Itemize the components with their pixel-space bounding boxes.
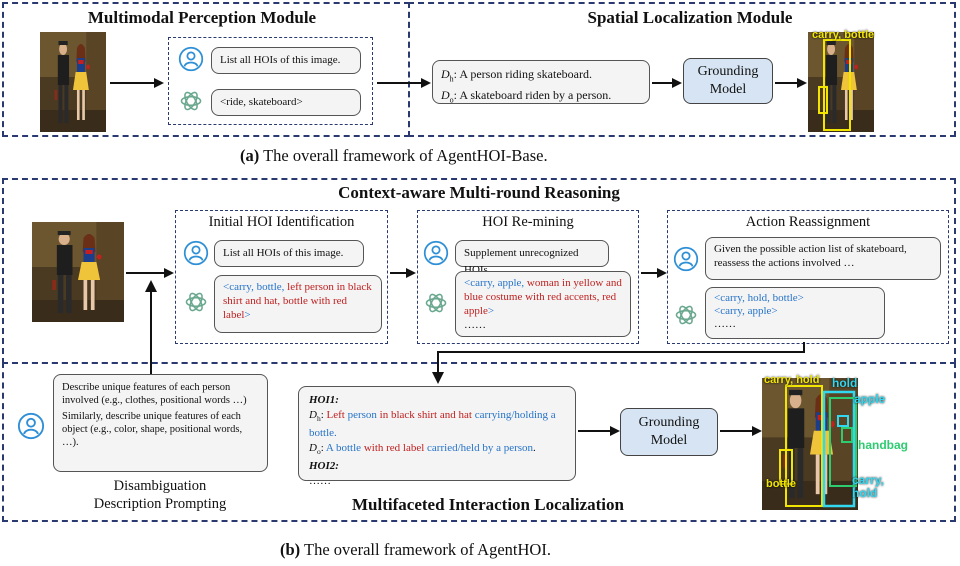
arrow-image-to-chat-a bbox=[110, 78, 164, 88]
chatgpt-icon bbox=[178, 88, 204, 114]
step3-gpt-message: <carry, hold, bottle> <carry, apple> …… bbox=[705, 287, 885, 339]
localization-title: Multifaceted Interaction Localization bbox=[352, 495, 624, 514]
hoi-description-box: HOI1: Dh: Left person in black shirt and… bbox=[298, 386, 576, 487]
detection-label-handbag: handbag bbox=[858, 438, 908, 452]
grounding-model-box-b: Grounding Model bbox=[620, 408, 718, 456]
chatgpt-icon bbox=[673, 302, 699, 328]
chatgpt-icon bbox=[183, 289, 209, 315]
step2-gpt-message: <carry, apple, woman in yellow and blue … bbox=[455, 271, 631, 337]
spatial-localization-module-panel bbox=[408, 2, 956, 137]
arrow-grounding-to-output-b bbox=[720, 426, 762, 436]
user-icon bbox=[178, 46, 204, 72]
step1-user-message: List all HOIs of this image. bbox=[214, 240, 364, 267]
arrow-grounding-to-output-a bbox=[775, 78, 807, 88]
detection-label-apple: apple bbox=[854, 392, 886, 406]
input-image-a bbox=[40, 32, 106, 132]
perception-module-title: Multimodal Perception Module bbox=[87, 8, 317, 27]
step3-title: Action Reassignment bbox=[745, 214, 871, 230]
user-message-a: List all HOIs of this image. bbox=[211, 47, 361, 74]
step2-title: HOI Re-mining bbox=[482, 214, 574, 230]
user-icon bbox=[17, 412, 45, 440]
arrow-chat-to-desc-a bbox=[377, 78, 431, 88]
step1-title: Initial HOI Identification bbox=[208, 214, 355, 230]
step1-box bbox=[175, 210, 388, 344]
arrow-step2-to-step3 bbox=[641, 268, 667, 278]
caption-a: (a) The overall framework of AgentHOI-Ba… bbox=[240, 146, 548, 165]
step2-box bbox=[417, 210, 639, 344]
detection-label-a: carry, bottle bbox=[812, 29, 875, 41]
chatgpt-icon bbox=[423, 290, 449, 316]
chat-box-a bbox=[168, 37, 373, 125]
gpt-message-a: <ride, skateboard> bbox=[211, 89, 361, 116]
disambiguation-prompt-label: Disambiguation Description Prompting bbox=[93, 478, 227, 512]
disambiguation-prompt-bubble: Describe unique features of each person … bbox=[53, 374, 268, 472]
input-image-b bbox=[32, 222, 124, 322]
arrow-step1-to-step2 bbox=[390, 268, 416, 278]
caption-b: (b) The overall framework of AgentHOI. bbox=[280, 540, 551, 559]
step3-user-message: Given the possible action list of skateb… bbox=[705, 237, 941, 280]
detection-label-carry-hold-2: carry, hold bbox=[852, 473, 884, 500]
detection-label-carry-hold: carry, hold bbox=[764, 374, 820, 386]
output-image-a bbox=[808, 32, 874, 132]
step2-user-message: Supplement unrecognized HOIs. bbox=[455, 240, 609, 276]
user-icon bbox=[673, 246, 699, 272]
output-image-b bbox=[762, 378, 858, 510]
arrow-step3-to-hoi bbox=[432, 342, 805, 384]
description-box-a: Dh: A person riding skateboard. Do: A sk… bbox=[432, 60, 650, 105]
arrow-image-to-step1 bbox=[126, 268, 174, 278]
arrow-prompt-to-reasoning bbox=[145, 280, 157, 376]
arrow-desc-to-grounding-a bbox=[652, 78, 682, 88]
reasoning-title: Context-aware Multi-round Reasoning bbox=[338, 183, 620, 202]
detection-label-bottle: bottle bbox=[766, 478, 796, 490]
spatial-module-title: Spatial Localization Module bbox=[587, 8, 793, 27]
step1-gpt-message: <carry, bottle, left person in black shi… bbox=[214, 275, 382, 333]
detection-label-hold: hold bbox=[832, 376, 858, 390]
user-icon bbox=[183, 240, 209, 266]
user-icon bbox=[423, 240, 449, 266]
arrow-hoi-to-grounding-b bbox=[578, 426, 620, 436]
localization-panel bbox=[2, 362, 956, 522]
grounding-model-box-a: Grounding Model bbox=[683, 58, 773, 104]
step3-box bbox=[667, 210, 949, 344]
